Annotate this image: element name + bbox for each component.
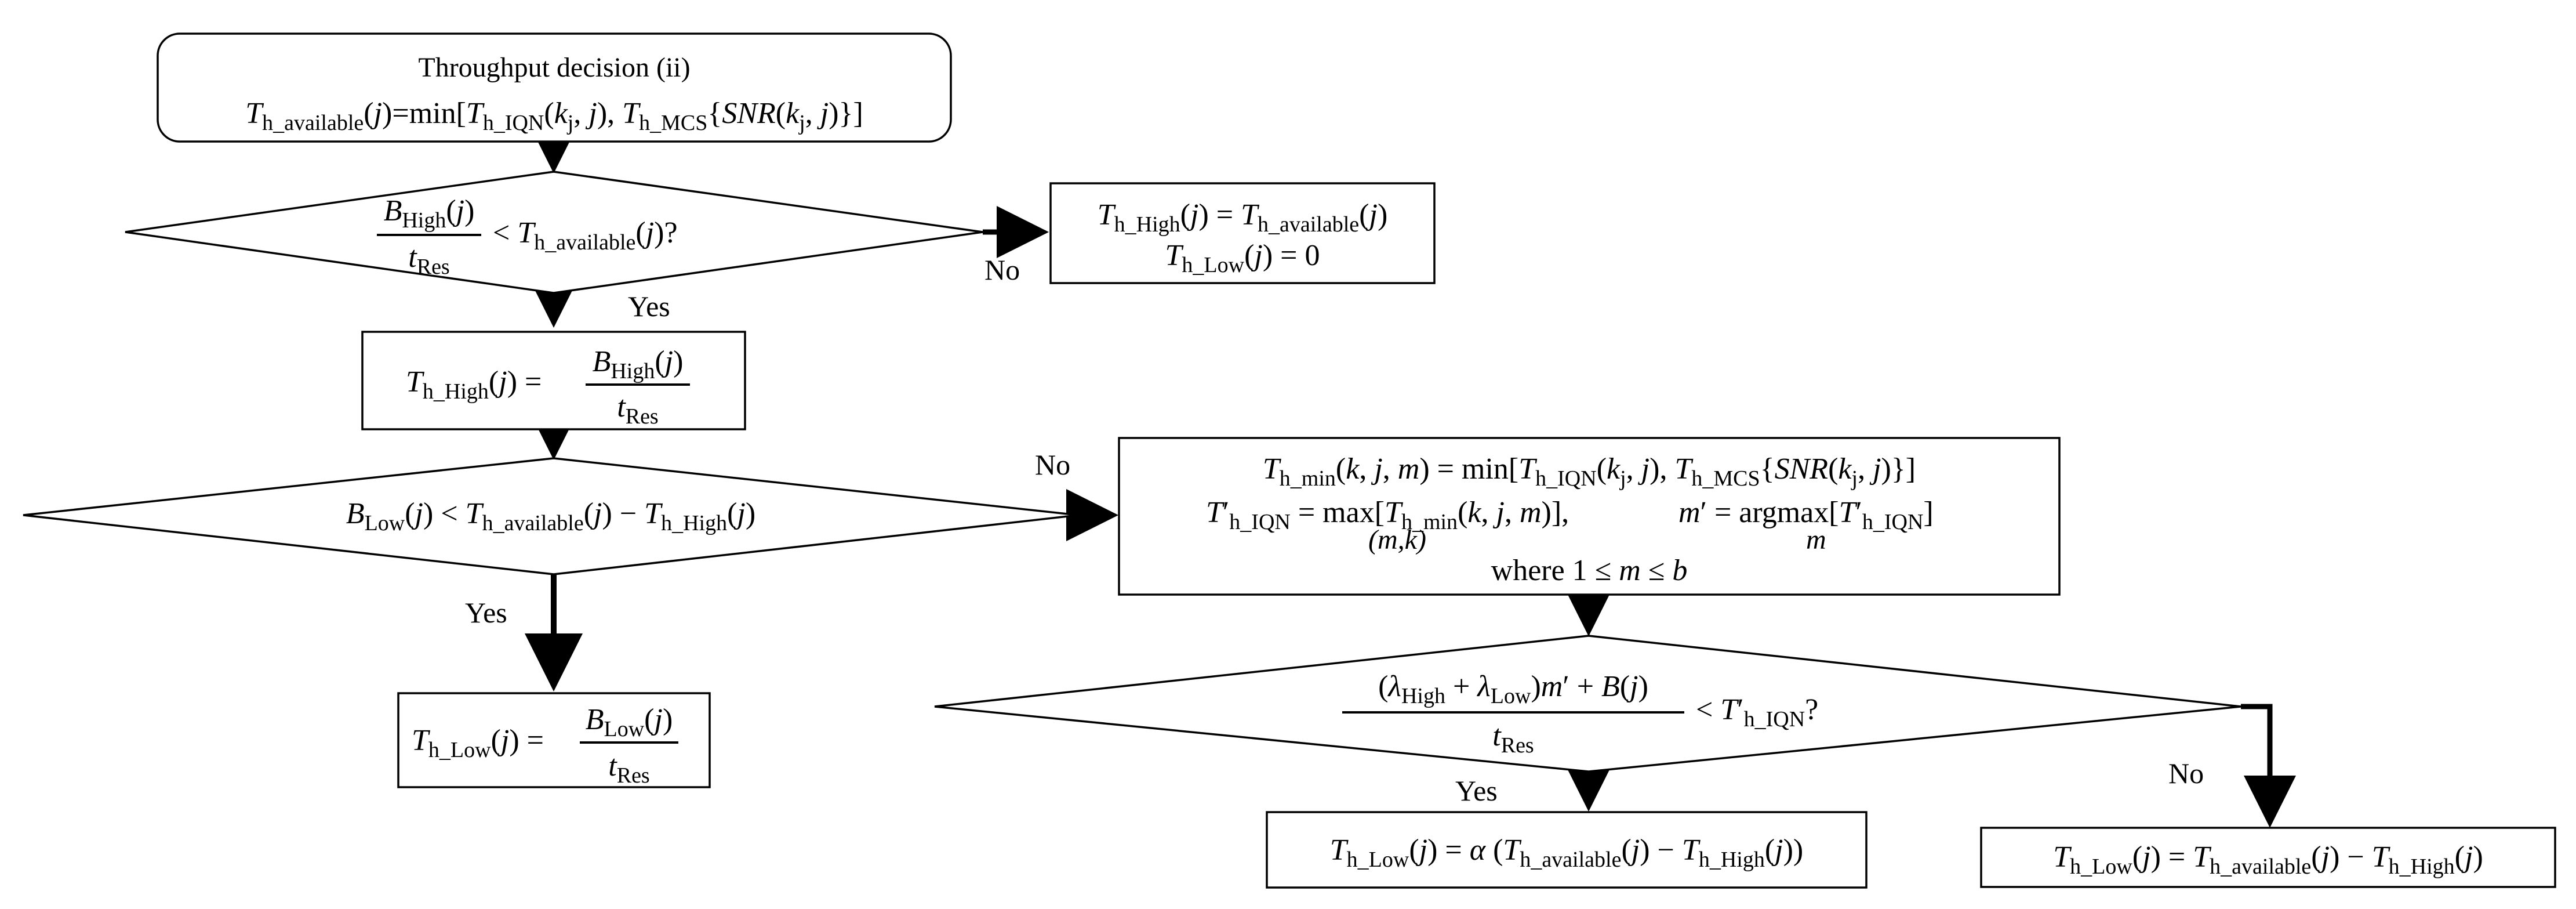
decision-lambda-diamond: (λHigh + λLow)m′ + B(j) tRes < T′h_IQN? [934,635,2241,773]
remainder-result-text: Th_Low(j) = Th_available(j) − Th_High(j) [2053,841,2483,879]
edges [525,121,2296,828]
low-throughput-box: Th_Low(j) = BLow(j) tRes [397,692,711,788]
min-max-line1: Th_min(k, j, m) = min[Th_IQN(kj, j), Th_… [1263,452,1916,491]
high-throughput-lhs: Th_High(j) = [406,365,542,404]
high-throughput-box: Th_High(j) = BHigh(j) tRes [361,331,746,430]
decision-high-rhs: < Th_available(j)? [493,216,678,255]
label-yes-1: Yes [628,290,670,323]
label-no-3: No [2168,757,2204,790]
min-max-line2b: m′ = argmax[T′h_IQN] [1678,496,1934,534]
decision-high-numerator: BHigh(j) [384,194,475,233]
min-max-line3: where 1 ≤ m ≤ b [1491,554,1688,587]
no-high-result-line2: Th_Low(j) = 0 [1165,239,1320,277]
decision-high-denominator: tRes [408,241,449,279]
high-throughput-denominator: tRes [617,390,658,429]
decision-lambda-rhs: < T′h_IQN? [1696,693,1818,731]
low-throughput-numerator: BLow(j) [586,703,673,741]
no-high-result-box: Th_High(j) = Th_available(j) Th_Low(j) =… [1049,182,1436,284]
min-max-line2a: T′h_IQN = max[Th_min(k, j, m)], [1206,496,1569,534]
decision-low-diamond: BLow(j) < Th_available(j) − Th_High(j) [23,457,1079,575]
throughput-available-formula: Th_available(j)=min[Th_IQN(kj, j), Th_MC… [245,97,863,135]
high-throughput-numerator: BHigh(j) [593,345,684,383]
alpha-result-text: Th_Low(j) = α (Th_available(j) − Th_High… [1330,834,1803,872]
decision-lambda-numerator: (λHigh + λLow)m′ + B(j) [1378,670,1648,708]
low-throughput-denominator: tRes [608,749,649,788]
label-yes-2: Yes [465,596,507,629]
remainder-result-box: Th_Low(j) = Th_available(j) − Th_High(j) [1980,827,2556,888]
min-max-box: Th_min(k, j, m) = min[Th_IQN(kj, j), Th_… [1118,437,2061,596]
max-subscript: (m,k) [1368,524,1426,555]
argmax-subscript: m [1806,524,1826,555]
edge-labels: No Yes No Yes Yes No [465,253,2204,807]
decision-high-diamond: BHigh(j) tRes < Th_available(j)? [125,171,983,294]
decision-lambda-denominator: tRes [1492,719,1534,758]
decision-low-text: BLow(j) < Th_available(j) − Th_High(j) [346,497,755,535]
throughput-decision-box: Throughput decision (ii) Th_available(j)… [157,32,952,143]
no-high-result-line1: Th_High(j) = Th_available(j) [1098,198,1388,237]
edge-decision-lambda-no [2241,704,2296,828]
alpha-result-box: Th_Low(j) = α (Th_available(j) − Th_High… [1266,811,1867,889]
label-yes-3: Yes [1455,774,1498,807]
label-no-1: No [984,253,1020,286]
throughput-decision-title: Throughput decision (ii) [418,52,690,83]
low-throughput-lhs: Th_Low(j) = [412,724,544,762]
label-no-2: No [1035,448,1070,481]
